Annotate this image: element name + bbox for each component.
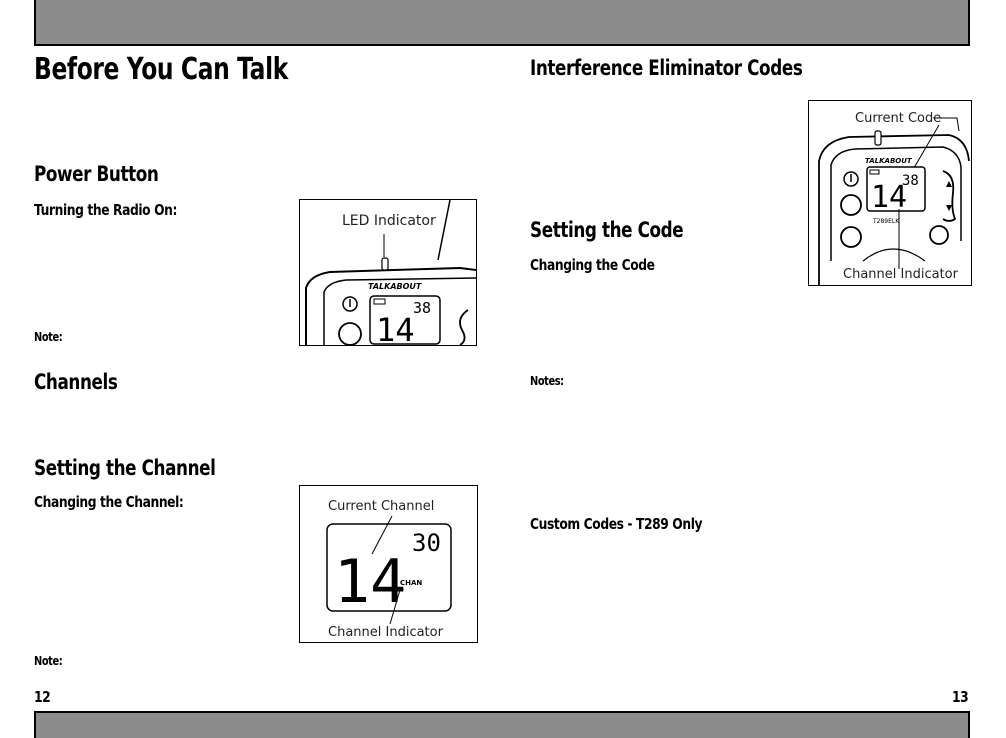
led-display-small: 38 — [413, 299, 431, 317]
channel-display-small: 30 — [412, 529, 441, 557]
heading-setting-the-channel: Setting the Channel — [34, 456, 216, 480]
code-display-small: 38 — [902, 173, 919, 189]
subheading-changing-the-channel: Changing the Channel: — [34, 493, 184, 511]
led-brand-text: TALKABOUT — [368, 282, 422, 291]
note-label-2: Note: — [34, 654, 63, 668]
led-display-main: 14 — [376, 311, 415, 345]
channel-display-main: 14 — [334, 547, 406, 617]
led-indicator-figure: LED Indicator TALKABOUT 14 38 — [299, 199, 477, 346]
led-label: LED Indicator — [342, 213, 436, 229]
current-code-figure: Current Code Channel Indicator TALKABOUT… — [808, 100, 972, 286]
page-number-left: 12 — [34, 688, 51, 706]
page-title-right: Interference Eliminator Codes — [530, 56, 803, 80]
heading-channels: Channels — [34, 370, 118, 394]
down-arrow-icon — [946, 205, 952, 211]
chan-tag: CHAN — [400, 579, 422, 587]
heading-setting-the-code: Setting the Code — [530, 218, 684, 242]
bottom-footer-bar — [34, 711, 970, 738]
page-number-right: 13 — [952, 688, 969, 706]
channel-display-figure: Current Channel Channel Indicator 14 30 … — [299, 485, 478, 643]
code-label-top: Current Code — [855, 111, 941, 126]
note-label-1: Note: — [34, 330, 63, 344]
custom-codes-label: Custom Codes - T289 Only — [530, 515, 703, 533]
heading-power-button: Power Button — [34, 162, 159, 186]
channel-label-top: Current Channel — [328, 499, 434, 514]
subheading-turning-radio-on: Turning the Radio On: — [34, 201, 177, 219]
top-header-bar — [34, 0, 970, 46]
code-model-text: T289ELK — [872, 218, 900, 225]
page-title-left: Before You Can Talk — [34, 52, 288, 87]
code-label-bottom: Channel Indicator — [843, 267, 959, 282]
code-brand-text: TALKABOUT — [865, 157, 913, 165]
subheading-changing-the-code: Changing the Code — [530, 256, 655, 274]
notes-label: Notes: — [530, 374, 564, 388]
up-arrow-icon — [946, 181, 952, 187]
channel-label-bottom: Channel Indicator — [328, 625, 444, 640]
code-display-main: 14 — [871, 180, 907, 215]
